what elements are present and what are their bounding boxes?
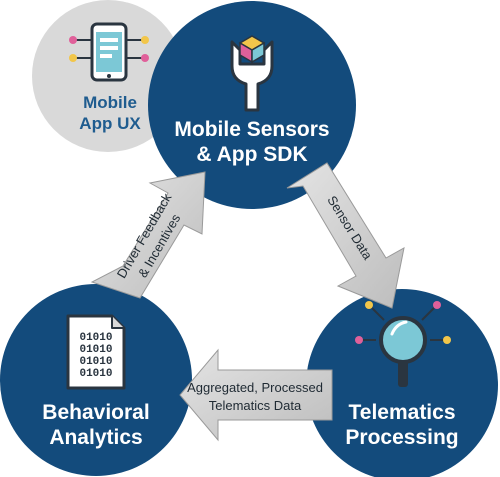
mobile-sensors-title-line1: Mobile Sensors	[174, 118, 329, 141]
binary-row-1: 01010	[79, 332, 112, 344]
driver-feedback-arrow: Driver Feedback & Incentives	[90, 171, 206, 299]
aggregated-label-line1: Aggregated, Processed	[187, 380, 323, 395]
binary-row-2: 01010	[79, 344, 112, 356]
telematics-title-line1: Telematics	[349, 401, 456, 424]
sensor-data-arrow: Sensor Data	[286, 162, 405, 309]
aggregated-arrow-shape	[179, 348, 333, 442]
sensor-data-arrow-shape	[286, 162, 405, 309]
telematics-node: Telematics Processing	[306, 289, 498, 477]
binary-row-4: 01010	[79, 368, 112, 380]
telematics-title-line2: Processing	[345, 426, 458, 449]
magnifier-circuit-icon	[355, 301, 451, 387]
behavioral-title-line2: Analytics	[49, 426, 142, 449]
binary-row-3: 01010	[79, 356, 112, 368]
behavioral-title-line1: Behavioral	[42, 401, 149, 424]
mobile-app-ux-title-line2: App UX	[79, 114, 141, 133]
aggregated-label-line2: Telematics Data	[209, 398, 302, 413]
mobile-app-ux-title-line1: Mobile	[83, 93, 137, 112]
mobile-sensors-title-line2: & App SDK	[196, 143, 307, 166]
aggregated-data-arrow: Aggregated, Processed Telematics Data	[179, 348, 333, 442]
behavioral-node: 01010 01010 01010 01010 Behavioral Analy…	[0, 284, 192, 476]
mobile-sensors-node: Mobile Sensors & App SDK	[148, 1, 356, 209]
driver-feedback-arrow-shape	[90, 171, 206, 299]
smartphone-circuit-icon	[69, 22, 149, 82]
binary-document-icon: 01010 01010 01010 01010	[66, 314, 126, 390]
mobile-app-ux-node: Mobile App UX	[32, 0, 184, 152]
wrench-cube-icon	[230, 35, 274, 112]
